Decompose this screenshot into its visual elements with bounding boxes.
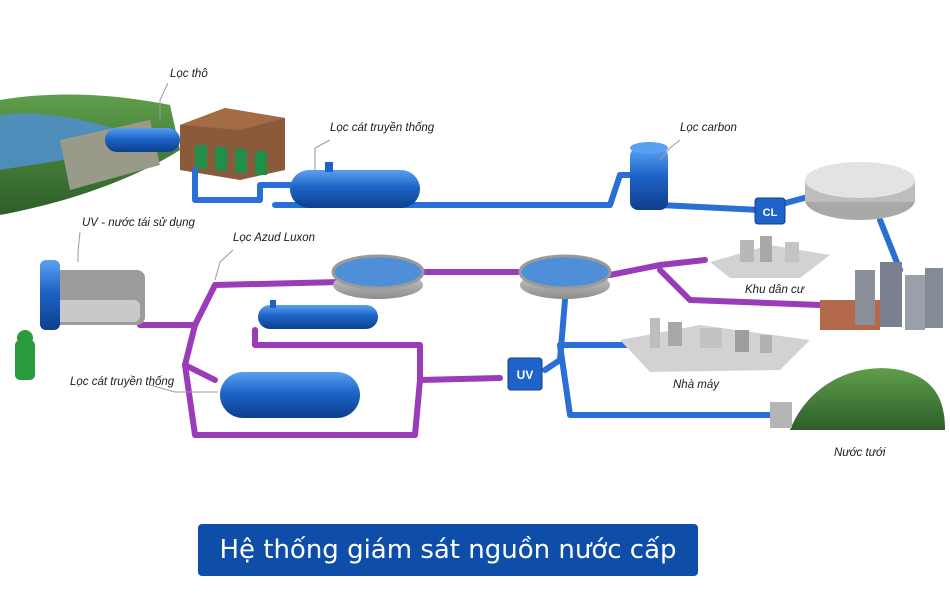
factory-area (620, 318, 810, 372)
cl-tag: CL (763, 207, 778, 219)
uv-tag: UV (517, 368, 534, 382)
cl-dosing-box: CL (754, 197, 786, 225)
label-loc-tho: Lọc thô (170, 68, 208, 80)
label-loc-cat-top: Lọc cát truyền thống (330, 122, 435, 134)
caption-banner: Hệ thống giám sát nguồn nước cấp (198, 524, 698, 576)
purple-pipes (137, 257, 823, 438)
label-loc-azud: Lọc Azud Luxon (233, 232, 316, 244)
label-loc-cat-bottom: Lọc cát truyền thống (70, 376, 175, 388)
clarifier-basins (331, 254, 612, 299)
sand-filter-bottom (220, 372, 360, 418)
azud-luxon-filter (258, 300, 378, 329)
label-nha-may: Nhà máy (673, 379, 720, 391)
residential-area (710, 236, 943, 330)
source-terrain (0, 94, 180, 215)
uv-reuse-unit (15, 260, 145, 380)
carbon-filter (630, 142, 668, 210)
label-uv-reuse: UV - nước tái sử dụng (82, 217, 195, 229)
label-nuoc-tuoi: Nước tưới (834, 447, 886, 459)
coarse-filter-house (105, 108, 285, 180)
label-khu-dan-cu: Khu dân cư (745, 284, 805, 296)
sand-filter-top (290, 162, 420, 208)
leader-lines (77, 82, 681, 393)
storage-reservoir (805, 162, 915, 220)
label-loc-carbon: Lọc carbon (680, 122, 737, 134)
irrigation-hill (770, 368, 945, 430)
uv-box: UV (507, 357, 543, 391)
